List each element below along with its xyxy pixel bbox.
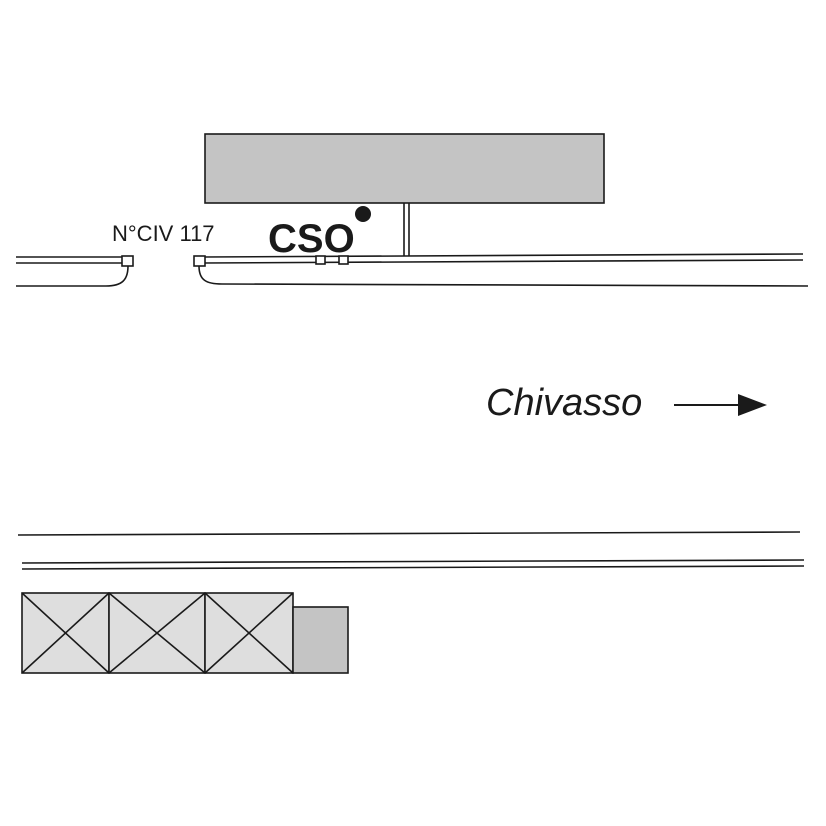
small-post-2 <box>338 255 349 265</box>
top-building <box>204 133 605 204</box>
crossed-block-1-diagonal-b <box>21 592 110 674</box>
cso-label: CSO <box>268 217 355 261</box>
small-post-1 <box>315 255 326 265</box>
bottom-building-annex <box>292 606 349 674</box>
bottom-road-edge <box>17 531 801 536</box>
crossed-block-3-diagonal-b <box>204 592 294 674</box>
top-right-sidewalk-edge-lower <box>203 259 804 264</box>
bottom-sidewalk-edge-lower <box>21 565 805 570</box>
top-right-curb-post <box>193 255 206 267</box>
top-right-curb-curve <box>198 265 809 287</box>
top-right-sidewalk-edge-upper <box>203 253 804 258</box>
direction-arrow-head <box>738 394 767 416</box>
crossed-block-2-diagonal-b <box>108 592 206 674</box>
bottom-building-crossed <box>21 592 294 674</box>
cso-location-marker <box>355 206 371 222</box>
bottom-sidewalk-edge-upper <box>21 559 805 564</box>
top-left-curb-post <box>121 255 134 267</box>
direction-arrow-icon <box>674 394 767 416</box>
civic-number-label: N°CIV 117 <box>112 221 215 246</box>
direction-label: Chivasso <box>486 382 642 424</box>
top-left-curb-curve <box>16 265 129 287</box>
